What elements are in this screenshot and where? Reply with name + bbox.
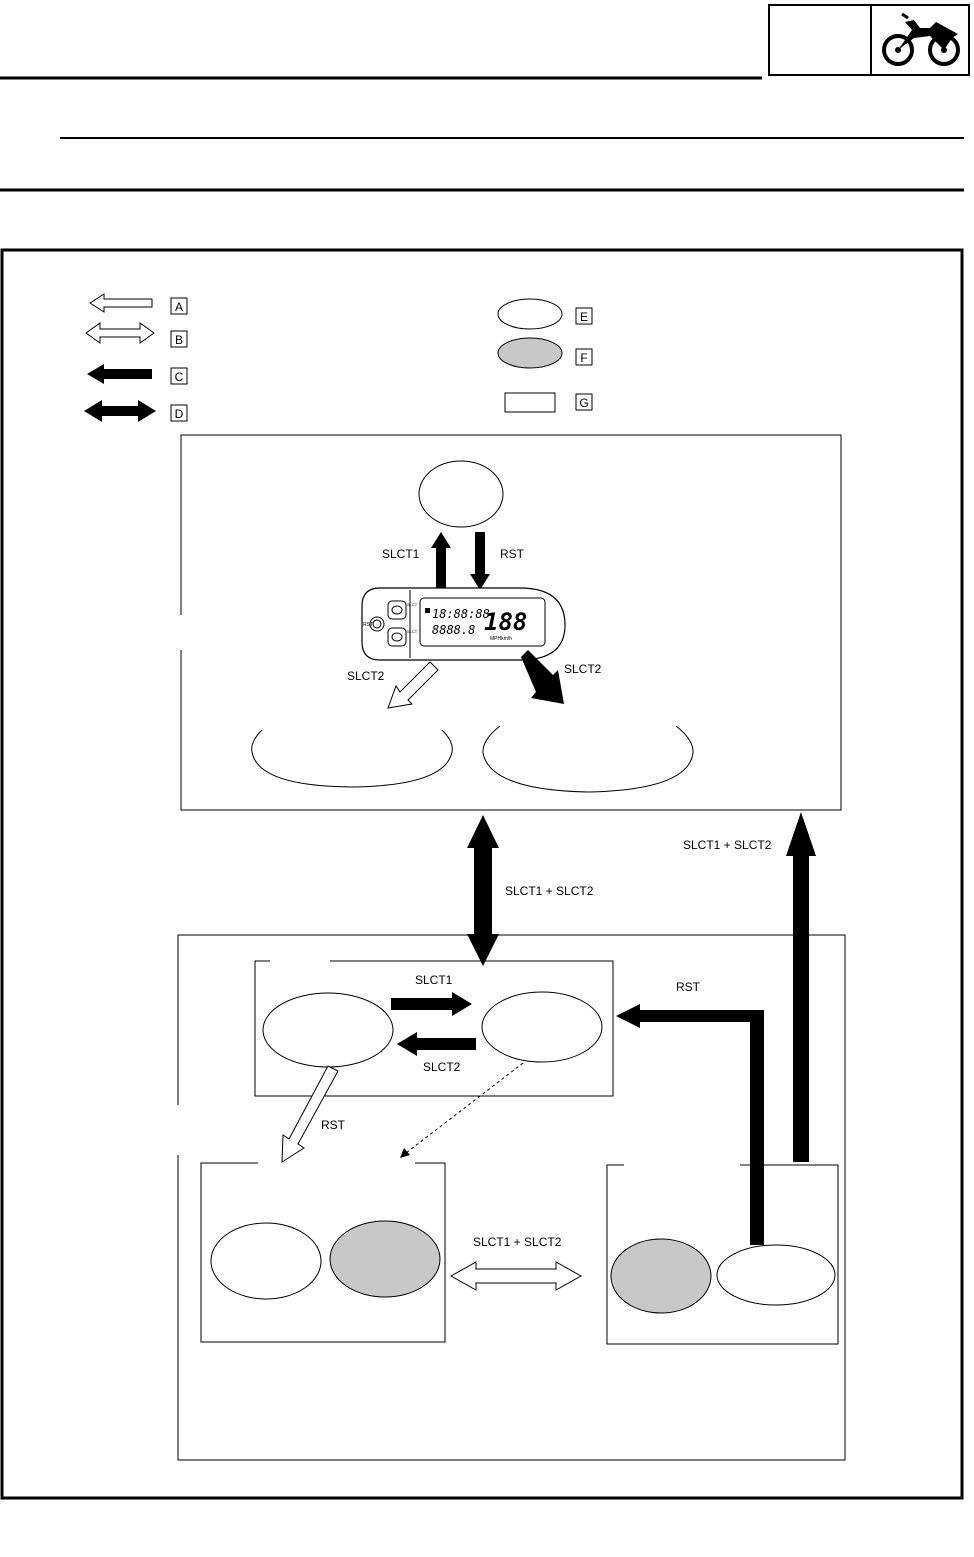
top-slct2-left-label: SLCT2 — [347, 669, 385, 683]
bottom-slct2-arrow — [397, 1032, 476, 1056]
legend-key-e-box — [575, 307, 593, 325]
bottom-inner-box — [254, 960, 614, 1097]
bottom-left-grey-oval — [329, 1220, 441, 1298]
top-slct1-arrow — [431, 532, 451, 590]
bottom-dotted-arrow — [405, 1062, 524, 1154]
bottom-panel — [177, 934, 846, 1461]
top-state-oval — [418, 460, 504, 528]
meter-slct1-text: SLCT — [407, 602, 418, 607]
header-box-blank — [768, 4, 872, 76]
legend-key-b: B — [175, 333, 183, 347]
legend-key-f-box — [575, 348, 593, 366]
legend-key-c-box — [170, 367, 188, 385]
meter-slct2-text: SLCT — [407, 629, 418, 634]
legend-key-f: F — [580, 351, 587, 365]
bottom-right-box — [606, 1164, 839, 1345]
top-right-mode-oval — [482, 725, 694, 793]
bottom-left-white-oval — [210, 1222, 322, 1300]
legend-key-e: E — [580, 310, 588, 324]
bottom-rst-diag-arrow — [281, 1065, 339, 1163]
bottom-slct2-label: SLCT2 — [423, 1060, 461, 1074]
meter-big-digits: 188 — [484, 608, 527, 636]
legend: A B C D E F G — [84, 293, 593, 422]
header-box-icon — [870, 4, 970, 76]
top-rst-arrow — [470, 532, 490, 590]
top-slct2-left-arrow — [387, 661, 439, 709]
meter-lower-digits: 8888.8 — [432, 623, 475, 637]
bottom-inner-left-oval — [262, 992, 394, 1068]
main-frame — [0, 248, 964, 1500]
bottom-slct1-slct2-label: SLCT1 + SLCT2 — [473, 1235, 562, 1249]
center-double-arrow — [467, 815, 499, 966]
motorcycle-icon — [882, 12, 960, 66]
top-rst-label: RST — [500, 547, 525, 561]
legend-arrow-d — [84, 400, 156, 422]
right-up-arrow — [786, 812, 816, 1162]
meter-upper-digits: 18:88:88 — [432, 607, 490, 621]
legend-arrow-b — [85, 322, 155, 344]
bottom-rst-diag-label: RST — [321, 1118, 346, 1132]
top-slct1-label: SLCT1 — [382, 547, 420, 561]
meter-unit-text: MPHkm/h — [490, 636, 512, 642]
legend-key-c: C — [175, 370, 184, 384]
legend-rect-g — [504, 392, 556, 413]
meter-lcd-window — [419, 597, 546, 647]
bottom-rst-elbow-arrow — [616, 1004, 764, 1245]
bottom-left-box — [200, 1162, 446, 1343]
right-slct1-slct2-label: SLCT1 + SLCT2 — [683, 838, 772, 852]
legend-key-d: D — [175, 407, 184, 421]
bottom-inner-right-oval — [481, 991, 603, 1063]
meter-display: RST SLCT SLCT 18:88:88 8888.8 188 MPHkm/… — [361, 587, 566, 661]
bottom-rst-top-label: RST — [676, 980, 701, 994]
legend-key-d-box — [170, 404, 188, 422]
legend-key-g: G — [579, 396, 588, 410]
legend-oval-e — [497, 298, 563, 330]
legend-oval-f — [497, 337, 563, 369]
legend-arrow-a — [89, 293, 153, 313]
legend-key-g-box — [575, 393, 593, 411]
bottom-right-white-oval — [716, 1244, 836, 1306]
top-slct2-right-label: SLCT2 — [564, 662, 602, 676]
meter-rst-text: RST — [363, 622, 373, 628]
top-left-mode-oval — [251, 729, 453, 788]
top-slct2-right-arrow — [521, 650, 564, 704]
legend-key-a: A — [175, 300, 183, 314]
legend-arrow-c — [87, 364, 152, 384]
center-slct1-slct2-label: SLCT1 + SLCT2 — [505, 884, 594, 898]
bottom-slct1-arrow — [391, 992, 472, 1016]
bottom-right-grey-oval — [610, 1238, 712, 1314]
legend-key-b-box — [170, 330, 188, 348]
bottom-open-double-arrow — [449, 1261, 583, 1291]
legend-key-a-box — [170, 297, 188, 315]
bottom-slct1-label: SLCT1 — [415, 973, 453, 987]
